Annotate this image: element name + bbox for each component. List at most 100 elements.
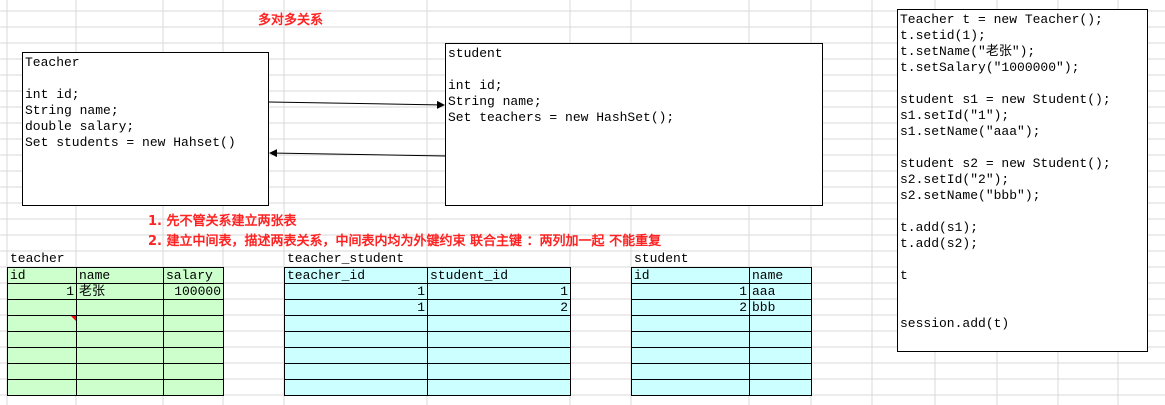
table-cell[interactable] <box>76 379 164 396</box>
table-cell[interactable] <box>749 315 812 332</box>
table-cell[interactable] <box>76 299 164 316</box>
comment-indicator-icon[interactable] <box>71 316 76 321</box>
note-2: 2. 建立中间表，描述两表关系，中间表内均为外键约束 联合主键 ：两列加一起 不… <box>148 234 662 249</box>
table-cell[interactable] <box>749 363 812 380</box>
table-row <box>631 331 812 348</box>
table-cell[interactable] <box>749 379 812 396</box>
column-header[interactable]: id <box>631 267 750 284</box>
table-cell[interactable] <box>427 331 571 348</box>
table-cell[interactable] <box>7 347 77 364</box>
table-cell[interactable] <box>631 379 750 396</box>
table-cell[interactable] <box>7 331 77 348</box>
code-line: s1.setId("1"); <box>900 108 1010 123</box>
code-line: t.setSalary("1000000"); <box>900 60 1080 75</box>
column-header[interactable]: id <box>7 267 77 284</box>
table-row <box>7 379 224 396</box>
table-cell[interactable] <box>284 347 428 364</box>
table-cell[interactable]: 1 <box>284 299 428 316</box>
code-line: s2.setName("bbb"); <box>900 188 1041 203</box>
table-cell[interactable] <box>163 299 224 316</box>
table-cell[interactable] <box>76 331 164 348</box>
table-cell[interactable] <box>749 331 812 348</box>
table-cell[interactable] <box>631 363 750 380</box>
table-cell[interactable] <box>284 363 428 380</box>
table-row <box>284 347 571 364</box>
table-cell[interactable] <box>163 315 224 332</box>
column-header[interactable]: name <box>749 267 812 284</box>
column-header[interactable]: student_id <box>427 267 571 284</box>
table-row <box>284 379 571 396</box>
table-cell[interactable] <box>76 347 164 364</box>
student-table-name: student <box>634 251 689 266</box>
table-cell[interactable] <box>163 347 224 364</box>
code-line: student <box>448 46 503 61</box>
table-cell[interactable]: 1 <box>7 283 77 300</box>
code-line: Teacher <box>25 55 80 70</box>
table-cell[interactable]: aaa <box>749 283 812 300</box>
table-cell[interactable] <box>284 379 428 396</box>
table-cell[interactable] <box>427 363 571 380</box>
table-cell[interactable] <box>749 347 812 364</box>
student-class-box[interactable]: student int id;String name;Set teachers =… <box>445 43 823 206</box>
table-cell[interactable]: 1 <box>631 283 750 300</box>
code-line: int id; <box>448 78 503 93</box>
table-cell[interactable]: 2 <box>631 299 750 316</box>
code-line: s2.setId("2"); <box>900 172 1010 187</box>
table-cell[interactable] <box>631 315 750 332</box>
code-line: t <box>900 268 908 283</box>
table-cell[interactable] <box>427 347 571 364</box>
code-line: String name; <box>448 94 542 109</box>
code-line: s1.setName("aaa"); <box>900 124 1041 139</box>
code-line: t.setid(1); <box>900 28 986 43</box>
table-cell[interactable] <box>7 363 77 380</box>
table-cell[interactable]: 1 <box>427 283 571 300</box>
column-header[interactable]: teacher_id <box>284 267 428 284</box>
table-cell[interactable] <box>163 379 224 396</box>
column-header[interactable]: salary <box>163 267 224 284</box>
table-row <box>7 363 224 380</box>
table-row <box>7 347 224 364</box>
column-header[interactable]: name <box>76 267 164 284</box>
table-row <box>7 315 224 332</box>
table-cell[interactable]: 1 <box>284 283 428 300</box>
arrow-teacher-to-student <box>268 100 445 109</box>
table-cell[interactable] <box>427 315 571 332</box>
table-row <box>284 315 571 332</box>
arrow-student-to-teacher <box>269 149 446 158</box>
code-line: student s1 = new Student(); <box>900 92 1111 107</box>
table-cell[interactable] <box>7 299 77 316</box>
table-cell[interactable] <box>427 379 571 396</box>
table-cell[interactable] <box>76 363 164 380</box>
table-cell[interactable] <box>631 347 750 364</box>
table-cell[interactable] <box>284 331 428 348</box>
table-cell[interactable]: 100000 <box>163 283 224 300</box>
table-cell[interactable] <box>7 379 77 396</box>
table-row <box>7 299 224 316</box>
table-cell[interactable] <box>631 331 750 348</box>
table-cell[interactable]: 老张 <box>76 283 164 300</box>
table-cell[interactable]: bbb <box>749 299 812 316</box>
table-cell[interactable]: 2 <box>427 299 571 316</box>
table-cell[interactable] <box>163 331 224 348</box>
note-1: 1. 先不管关系建立两张表 <box>148 214 297 229</box>
table-cell[interactable] <box>163 363 224 380</box>
table-cell[interactable] <box>7 315 77 332</box>
code-line: Set teachers = new HashSet(); <box>448 110 675 125</box>
table-cell[interactable] <box>284 315 428 332</box>
code-line: student s2 = new Student(); <box>900 156 1111 171</box>
table-row <box>631 379 812 396</box>
table-cell[interactable] <box>76 315 164 332</box>
code-box[interactable]: Teacher t = new Teacher();t.setid(1);t.s… <box>897 9 1148 352</box>
code-line: String name; <box>25 103 119 118</box>
table-row <box>284 363 571 380</box>
table-row <box>631 315 812 332</box>
teacher-table-name: teacher <box>10 251 65 266</box>
teacher-student-table-name: teacher_student <box>287 251 405 266</box>
